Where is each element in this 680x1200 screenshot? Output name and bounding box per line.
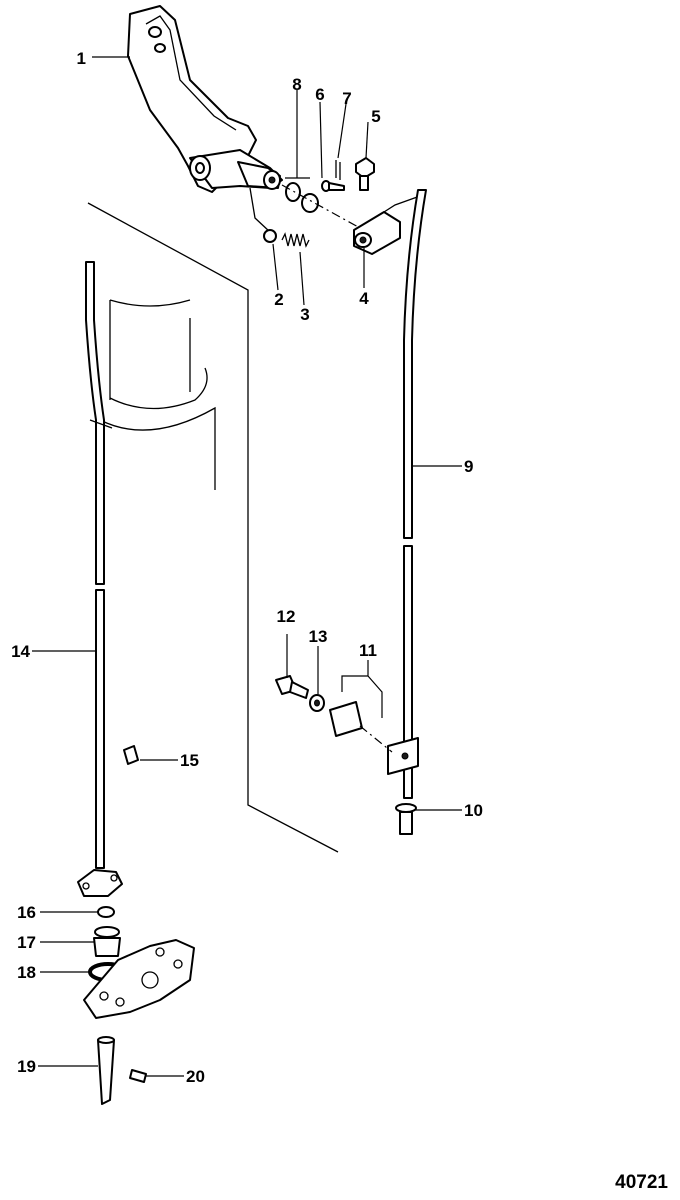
roll-pin [123,745,139,765]
callout-11: 11 [359,641,377,660]
callout-9: 9 [464,457,473,476]
callout-14: 14 [11,642,30,661]
callout-18: 18 [17,963,36,982]
callout-20: 20 [186,1067,205,1086]
detent-ball [263,229,277,243]
coupler-tube [97,1036,115,1105]
shaft-seal-bushing [93,926,121,957]
washer-set [281,182,361,229]
callout-6: 6 [315,85,324,104]
callout-5: 5 [371,107,380,126]
callout-16: 16 [17,903,36,922]
callout-12: 12 [277,607,296,626]
upper-shift-shaft [403,189,427,799]
shaft-bushing [395,803,417,835]
lower-shift-shaft [85,261,113,869]
figure-number: 40721 [615,1172,668,1193]
callout-8: 8 [292,75,301,94]
callout-15: 15 [180,751,199,770]
callout-17: 17 [17,933,36,952]
shaft-flange [77,869,123,897]
callout-19: 19 [17,1057,36,1076]
shaft-clamp [329,701,419,775]
callout-2: 2 [274,290,283,309]
callout-13: 13 [309,627,328,646]
set-screw [129,1069,147,1083]
callout-3: 3 [300,305,309,324]
driveshaft-housing-outline [87,202,339,853]
callout-4: 4 [359,289,369,308]
clamp-screw [275,675,309,699]
cotter-pin [335,160,341,180]
callout-7: 7 [342,89,351,108]
shift-coupler [353,195,421,255]
shift-lever [127,5,283,233]
clamp-bolt [355,157,375,191]
mounting-plate [83,939,195,1019]
leader-lines [32,56,462,1077]
detent-spring [281,232,310,248]
lever-screw [321,180,345,192]
clamp-nut [309,694,325,712]
callout-10: 10 [464,801,483,820]
callout-1: 1 [77,49,86,68]
o-ring-small [97,906,115,918]
